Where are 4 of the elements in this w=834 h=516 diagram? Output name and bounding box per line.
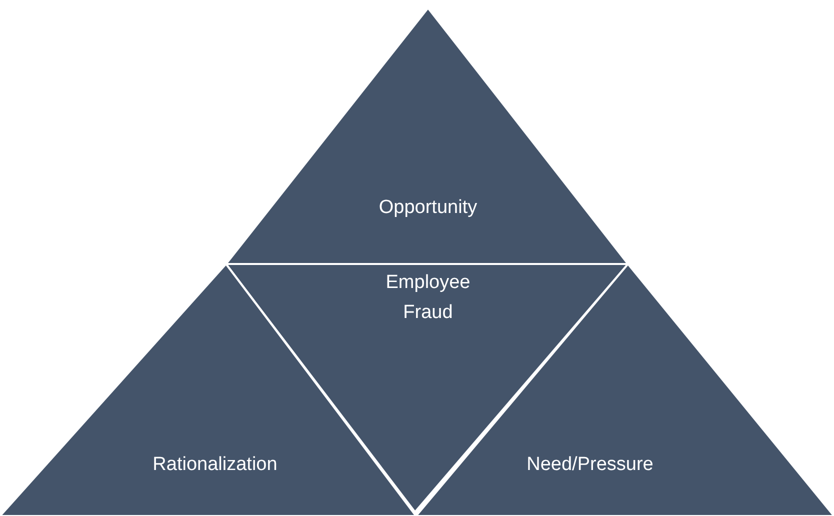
triangle-label: Need/Pressure	[526, 453, 654, 477]
triangle-label: Employee Fraud	[384, 271, 472, 325]
triangle-label: Opportunity	[378, 196, 478, 220]
triangle-label: Rationalization	[152, 453, 278, 477]
